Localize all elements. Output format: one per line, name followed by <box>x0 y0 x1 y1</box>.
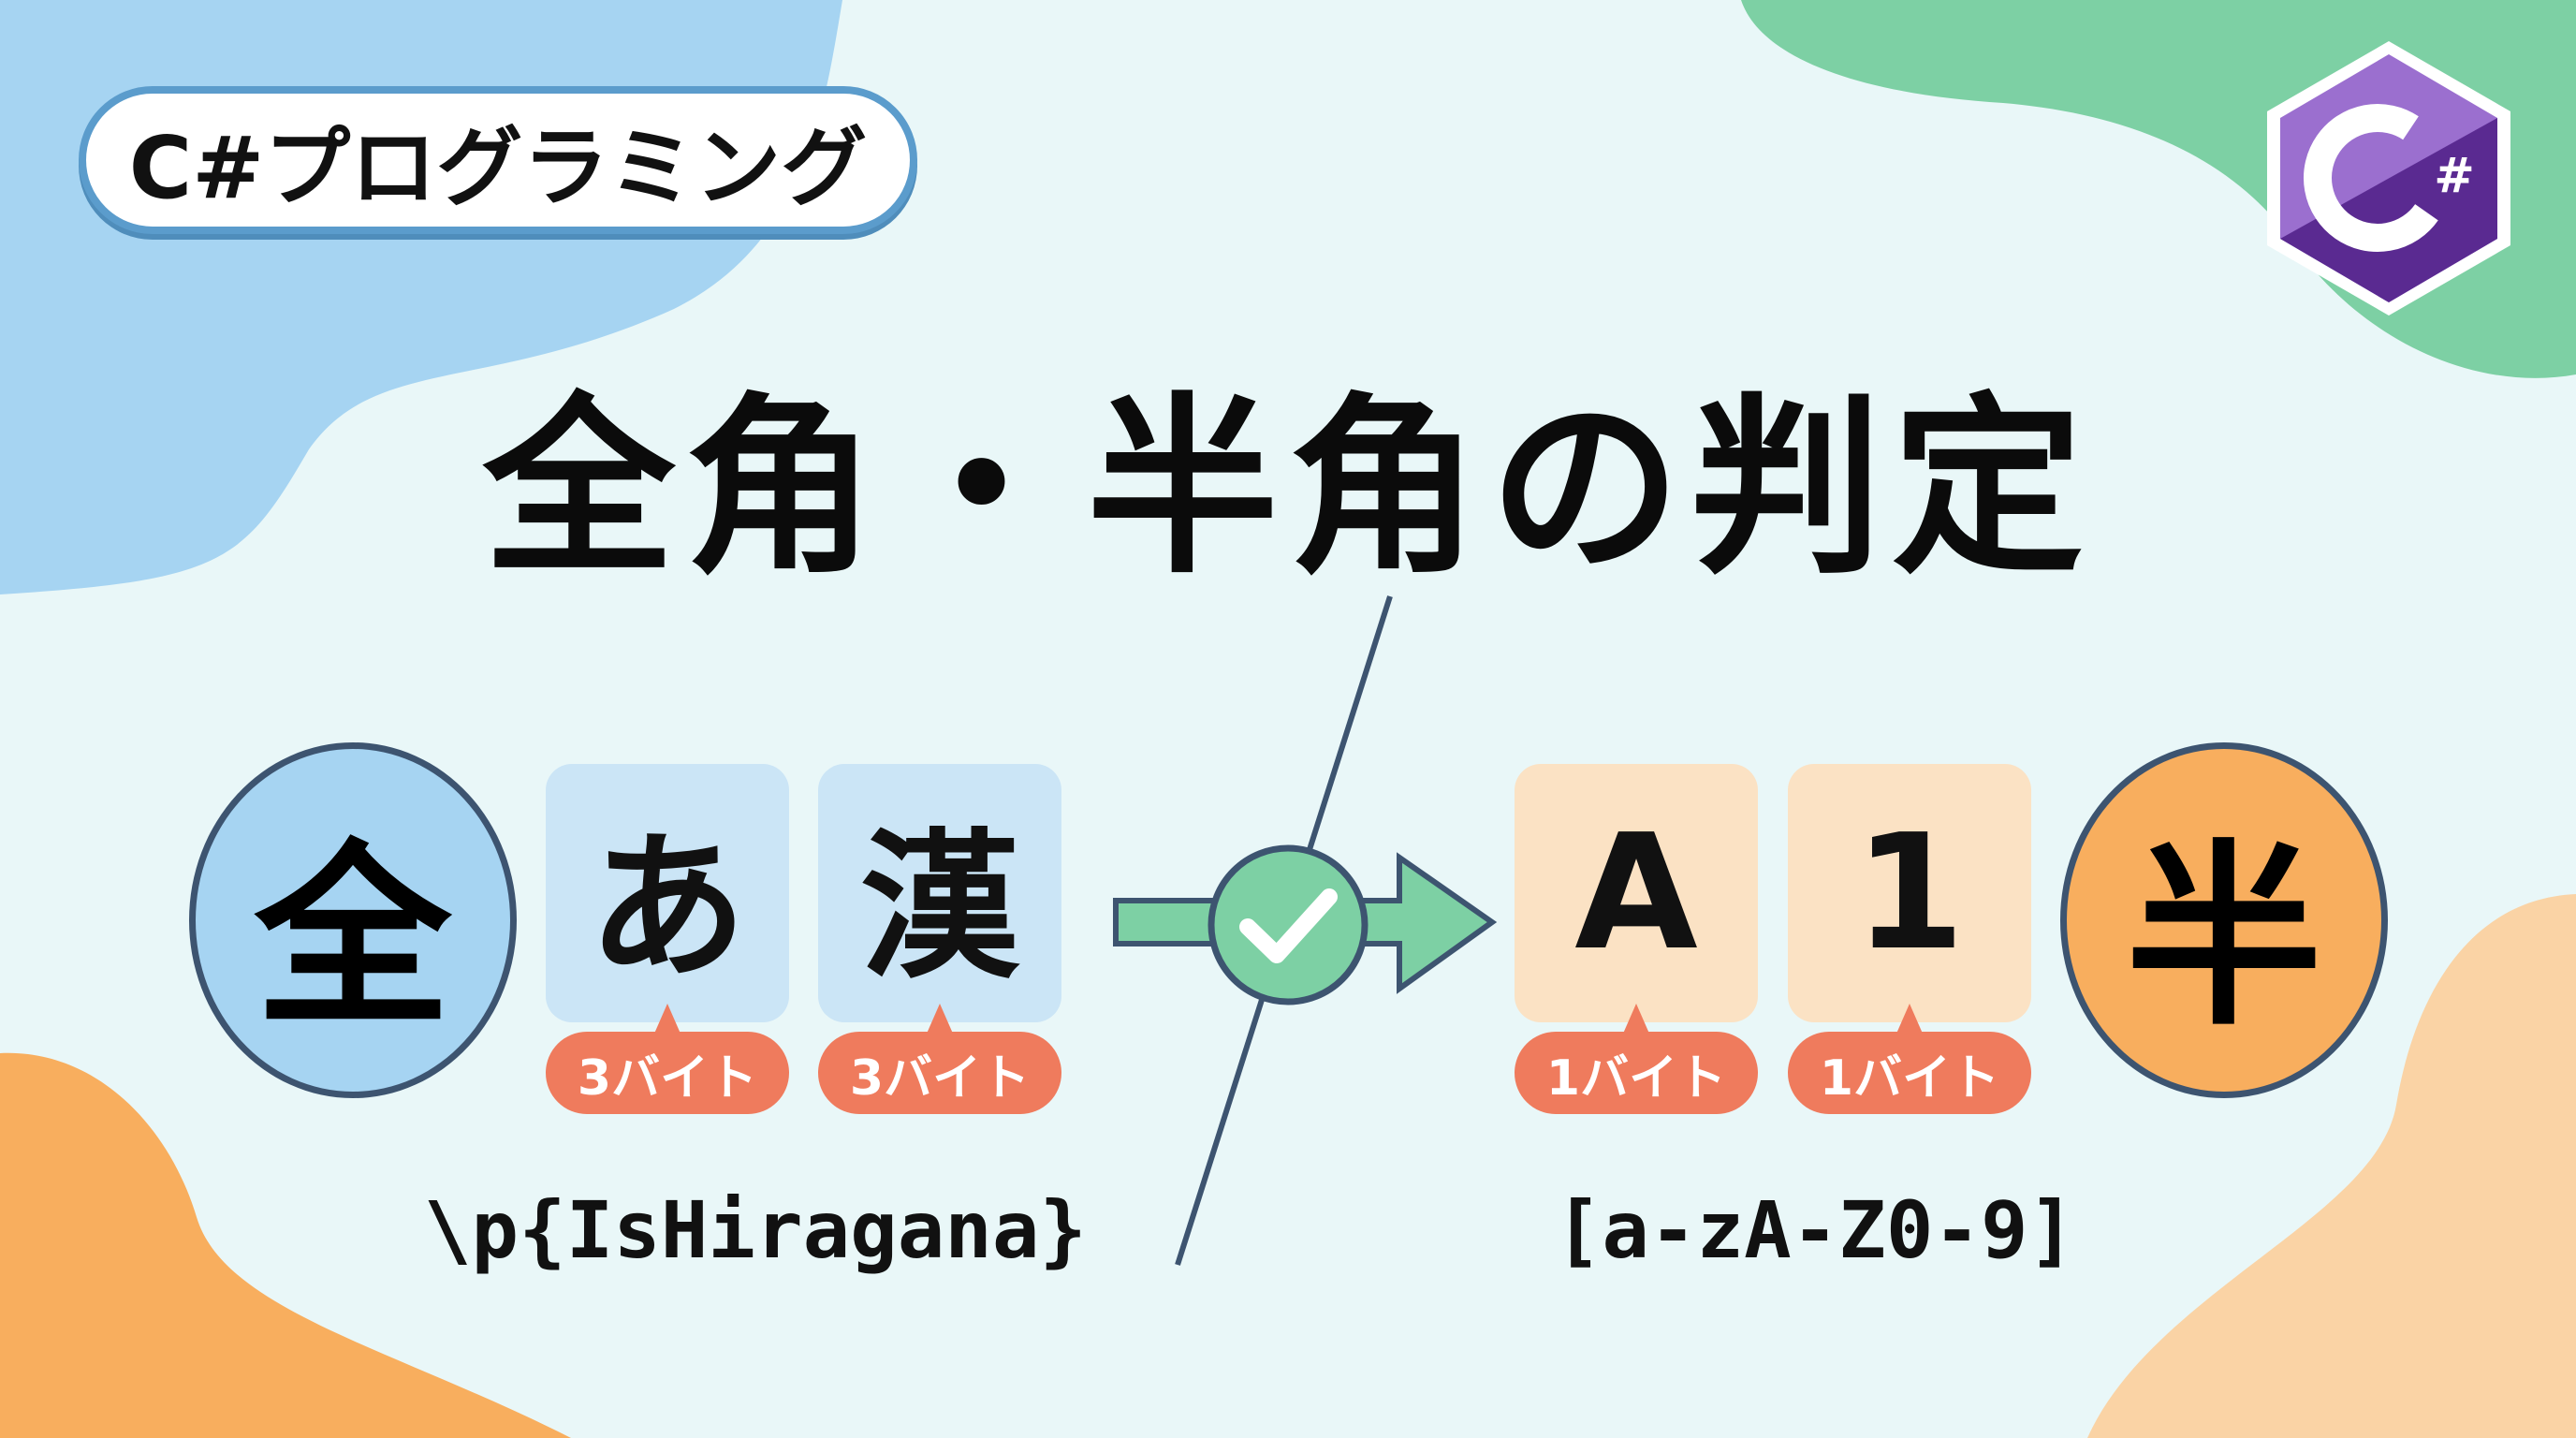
example-tile-letter: A <box>1515 764 1758 1022</box>
csharp-logo: # <box>2267 41 2510 315</box>
regex-alphanumeric: [a-zA-Z0-9] <box>1554 1184 2076 1276</box>
blob-bottom-right <box>2087 894 2576 1438</box>
byte-badge: 3バイト <box>546 1004 789 1114</box>
blob-bottom-left <box>0 1052 571 1438</box>
check-icon <box>1208 844 1368 1005</box>
regex-hiragana: \p{IsHiragana} <box>423 1184 1087 1276</box>
svg-text:#: # <box>2434 148 2475 204</box>
half-width-symbol: 半 <box>2060 742 2388 1098</box>
example-tile-digit: 1 <box>1788 764 2031 1022</box>
full-width-symbol: 全 <box>189 742 517 1098</box>
byte-badge: 1バイト <box>1788 1004 2031 1114</box>
page-title: 全角・半角の判定 <box>483 377 2093 600</box>
example-tile-kanji: 漢 <box>818 764 1061 1022</box>
byte-badge: 1バイト <box>1515 1004 1758 1114</box>
category-badge: C#プログラミング <box>79 86 917 234</box>
example-tile-hiragana: あ <box>546 764 789 1022</box>
byte-badge: 3バイト <box>818 1004 1061 1114</box>
